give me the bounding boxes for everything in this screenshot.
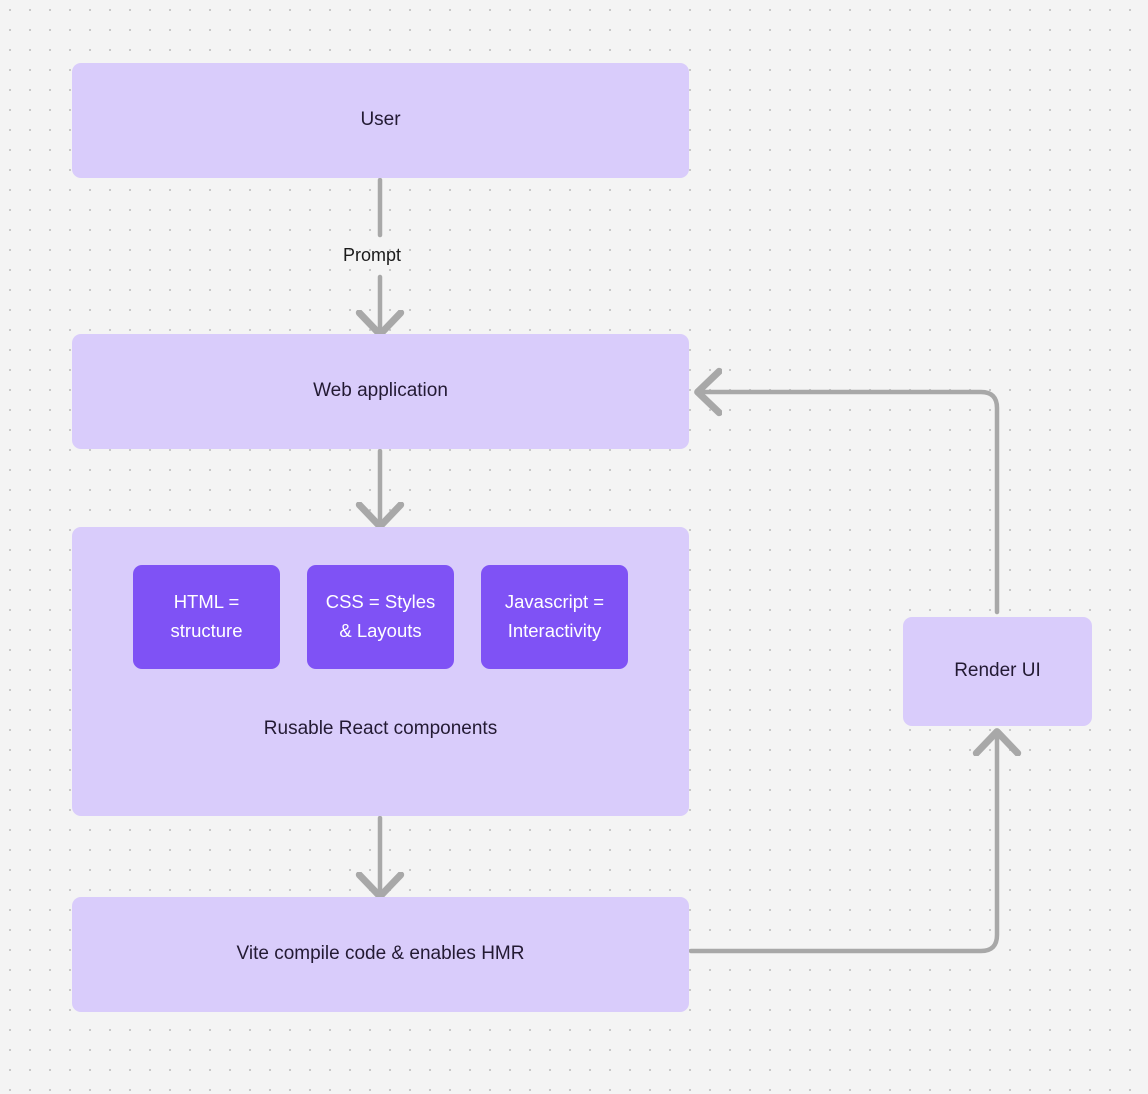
node-render-ui-label: Render UI: [954, 660, 1041, 682]
node-html-structure[interactable]: HTML = structure: [133, 565, 280, 669]
node-vite-compile-label: Vite compile code & enables HMR: [236, 943, 525, 965]
node-user-label: User: [360, 109, 401, 131]
edge-label-prompt: Prompt: [343, 245, 402, 265]
node-javascript-interactivity[interactable]: Javascript = Interactivity: [481, 565, 628, 669]
node-react-components-caption: Rusable React components: [263, 718, 498, 739]
node-html-structure-label: HTML = structure: [170, 591, 243, 641]
node-vite-compile[interactable]: Vite compile code & enables HMR: [72, 897, 689, 1012]
react-components-inner-row: HTML = structure CSS = Styles & Layouts …: [72, 565, 689, 669]
edge-render-to-webapp: [703, 392, 1000, 615]
node-user[interactable]: User: [72, 63, 689, 178]
edge-vite-to-render: [688, 737, 997, 954]
node-web-application-label: Web application: [313, 380, 448, 402]
node-web-application[interactable]: Web application: [72, 334, 689, 449]
node-css-styles-layouts-label: CSS = Styles & Layouts: [325, 591, 436, 641]
node-javascript-interactivity-label: Javascript = Interactivity: [504, 591, 605, 641]
node-react-components[interactable]: HTML = structure CSS = Styles & Layouts …: [72, 527, 689, 816]
node-css-styles-layouts[interactable]: CSS = Styles & Layouts: [307, 565, 454, 669]
node-render-ui[interactable]: Render UI: [903, 617, 1092, 726]
